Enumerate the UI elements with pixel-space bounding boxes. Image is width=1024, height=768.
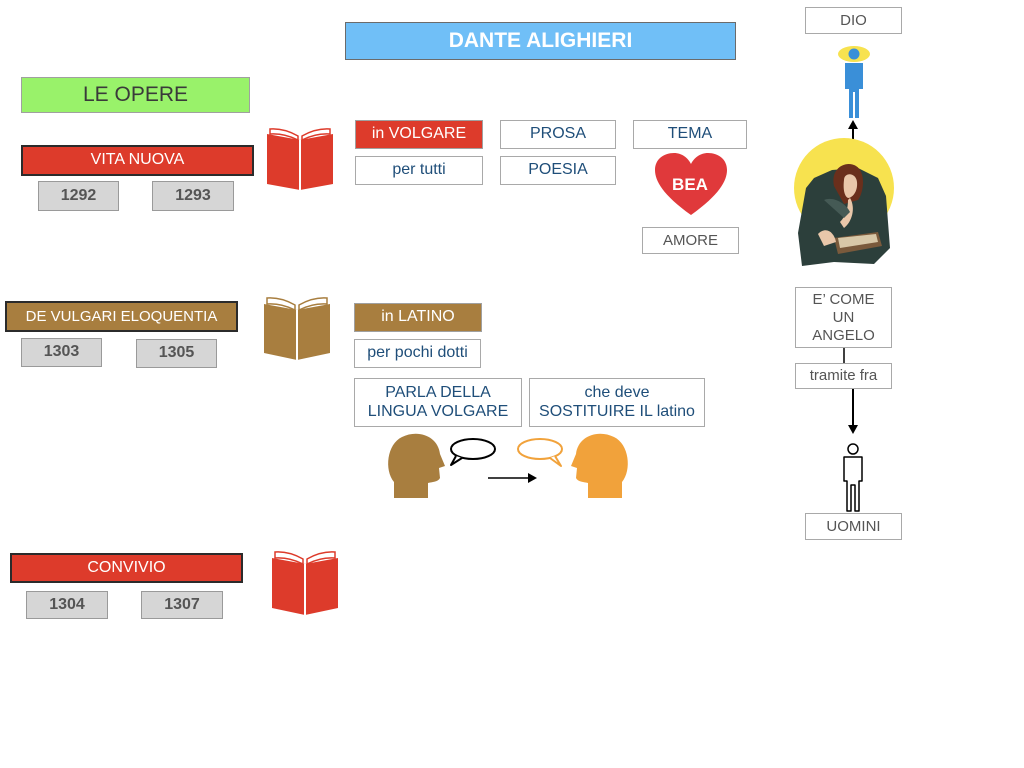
language-volgare: in VOLGARE bbox=[355, 120, 483, 149]
brown-head-icon bbox=[388, 433, 445, 498]
work-convivio: CONVIVIO bbox=[10, 553, 243, 583]
angel-figure-icon bbox=[838, 46, 870, 118]
book-icon bbox=[267, 128, 333, 190]
orange-head-icon bbox=[571, 433, 628, 498]
page-title: DANTE ALIGHIERI bbox=[345, 22, 736, 60]
god-label: DIO bbox=[805, 7, 902, 34]
year-badge: 1292 bbox=[38, 181, 119, 211]
section-title: LE OPERE bbox=[21, 77, 250, 113]
replaces-latin: che deve SOSTITUIRE IL latino bbox=[529, 378, 705, 427]
year-badge: 1293 bbox=[152, 181, 234, 211]
language-latino: in LATINO bbox=[354, 303, 482, 332]
heart-icon bbox=[655, 153, 727, 215]
via-label: tramite fra bbox=[795, 363, 892, 389]
human-figure-icon bbox=[843, 443, 863, 512]
speaks-about-volgare: PARLA DELLA LINGUA VOLGARE bbox=[354, 378, 522, 427]
speech-bubble-icon bbox=[450, 438, 496, 466]
work-vita-nuova: VITA NUOVA bbox=[21, 145, 254, 176]
speech-bubble-icon bbox=[517, 438, 563, 467]
audience-tutti: per tutti bbox=[355, 156, 483, 185]
connector-line bbox=[843, 348, 845, 364]
theme-label: TEMA bbox=[633, 120, 747, 149]
form-prosa: PROSA bbox=[500, 120, 616, 149]
book-icon bbox=[272, 551, 338, 615]
arrow-right-icon bbox=[488, 473, 537, 483]
arrow-down-icon bbox=[848, 389, 858, 434]
heart-text: BEA bbox=[672, 175, 708, 195]
book-icon bbox=[264, 297, 330, 360]
year-badge: 1304 bbox=[26, 591, 108, 619]
year-badge: 1307 bbox=[141, 591, 223, 619]
love-label: AMORE bbox=[642, 227, 739, 254]
like-angel-label: E’ COME UN ANGELO bbox=[795, 287, 892, 348]
men-label: UOMINI bbox=[805, 513, 902, 540]
year-badge: 1305 bbox=[136, 339, 217, 368]
beatrice-portrait bbox=[794, 138, 894, 266]
work-de-vulgari-eloquentia: DE VULGARI ELOQUENTIA bbox=[5, 301, 238, 332]
year-badge: 1303 bbox=[21, 338, 102, 367]
audience-dotti: per pochi dotti bbox=[354, 339, 481, 368]
form-poesia: POESIA bbox=[500, 156, 616, 185]
